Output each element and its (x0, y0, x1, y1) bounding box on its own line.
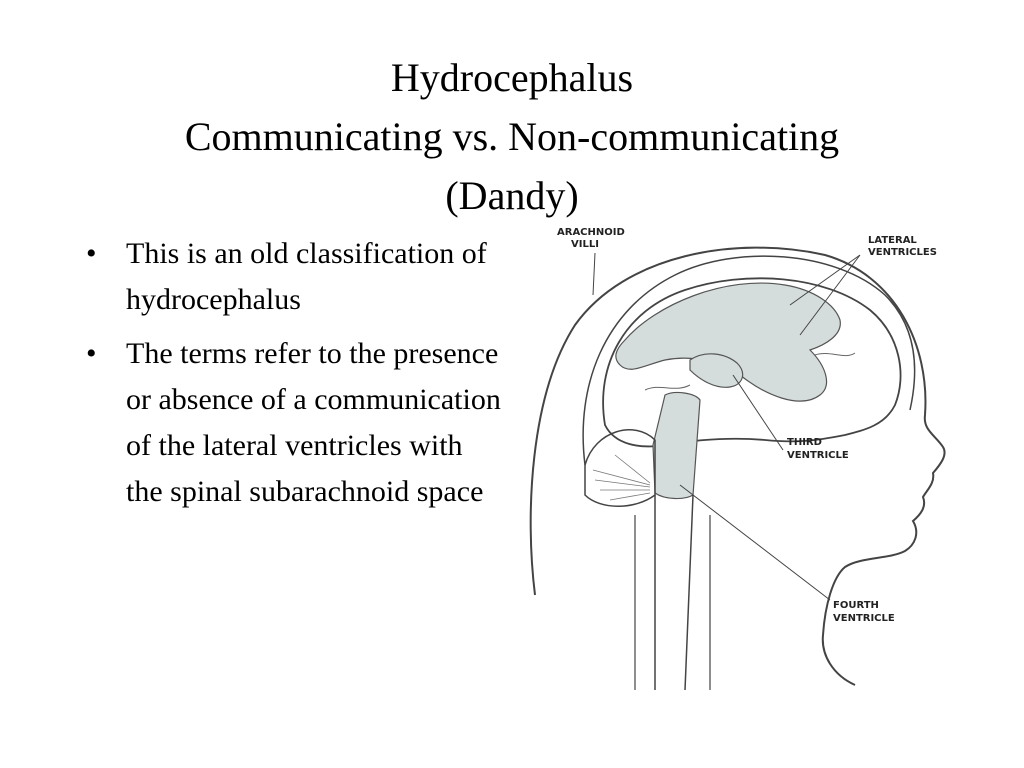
label-third-ventricle: VENTRICLE (787, 450, 849, 461)
brain-ventricles-diagram: ARACHNOID VILLI LATERAL VENTRICLES THIRD… (529, 227, 946, 690)
leader-line (592, 252, 596, 296)
bullet-item: • This is an old classification of hydro… (86, 231, 506, 323)
bullet-item: • The terms refer to the presence or abs… (86, 331, 506, 515)
third-ventricle (689, 353, 744, 388)
head-outline (529, 246, 946, 686)
bullet-list: • This is an old classification of hydro… (86, 231, 506, 523)
leader-line (679, 484, 831, 601)
title-line-1: Hydrocephalus (390, 55, 634, 100)
label-lateral-ventricles: LATERAL (868, 235, 917, 246)
label-arachnoid-villi: ARACHNOID (557, 227, 625, 238)
leader-line (732, 374, 784, 451)
label-fourth-ventricle: VENTRICLE (833, 613, 895, 624)
label-lateral-ventricles: VENTRICLES (868, 247, 937, 258)
skull-outline (582, 255, 916, 466)
bullet-text: The terms refer to the presence or absen… (126, 337, 501, 508)
spinal-cord (654, 494, 694, 690)
label-third-ventricle: THIRD (787, 437, 822, 448)
slide-title: Hydrocephalus Communicating vs. Non-comm… (0, 48, 1024, 225)
bullet-dot-icon: • (86, 237, 97, 270)
label-arachnoid-villi: VILLI (571, 239, 599, 250)
leader-line (789, 254, 861, 336)
title-line-3: (Dandy) (445, 173, 579, 218)
label-fourth-ventricle: FOURTH (833, 600, 879, 611)
fourth-ventricle (652, 391, 701, 500)
lateral-ventricles (615, 282, 841, 402)
bullet-dot-icon: • (86, 337, 97, 370)
title-line-2: Communicating vs. Non-communicating (184, 114, 840, 159)
bullet-text: This is an old classification of hydroce… (126, 237, 487, 316)
cerebellum (584, 429, 656, 507)
